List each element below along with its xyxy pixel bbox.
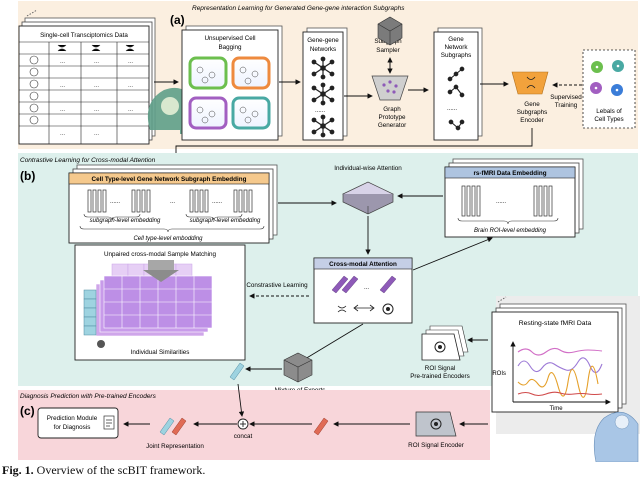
svg-text:Gene: Gene	[524, 101, 540, 108]
svg-text:...: ...	[94, 83, 99, 89]
svg-text:...: ...	[94, 131, 99, 137]
sc-data-title: Single-cell Transciptomics Data	[40, 32, 128, 39]
svg-text:...: ...	[60, 131, 65, 137]
svg-text:...: ...	[128, 59, 133, 65]
panel-b-title: Contrastive Learning for Cross-modal Att…	[20, 157, 156, 164]
subgraph-sampler: Subgraph Sampler	[374, 16, 403, 54]
sample-matching: Unpaired cross-modal Sample Matching Ind…	[74, 244, 246, 361]
svg-text:Resting-state fMRI Data: Resting-state fMRI Data	[519, 320, 592, 327]
svg-text:Brain ROI-level embedding: Brain ROI-level embedding	[474, 228, 547, 234]
svg-text:Encoder: Encoder	[520, 117, 543, 124]
svg-text:Supervised: Supervised	[550, 94, 582, 101]
svg-text:subgraph-level embedding: subgraph-level embedding	[90, 218, 161, 224]
svg-text:Constrastive Learning: Constrastive Learning	[246, 282, 308, 289]
panel-a-letter: (a)	[170, 13, 185, 27]
svg-text:Cross-modal Attention: Cross-modal Attention	[329, 261, 397, 268]
gene-subgraphs-encoder: Gene Subgraphs Encoder	[511, 71, 549, 124]
bagging-title-line2: Bagging	[218, 44, 242, 51]
svg-text:...: ...	[60, 107, 65, 113]
cell-bagging: Unsupervised Cell Bagging	[181, 25, 283, 141]
roi-signal-encoder: ROI Signal Encoder	[408, 411, 464, 449]
svg-text:for Diagnosis: for Diagnosis	[54, 424, 91, 431]
svg-text:...: ...	[364, 285, 369, 291]
svg-text:...: ...	[94, 107, 99, 113]
svg-text:Prediction Module: Prediction Module	[47, 415, 98, 422]
svg-text:......: ......	[447, 106, 457, 112]
svg-text:......: ......	[110, 199, 120, 205]
gene-networks: Gene-gene Networks ......	[302, 27, 348, 141]
svg-text:...: ...	[128, 83, 133, 89]
svg-text:concat: concat	[234, 433, 253, 440]
svg-text:Lebals of: Lebals of	[596, 108, 622, 115]
svg-text:Networks: Networks	[310, 46, 336, 53]
svg-text:......: ......	[496, 199, 506, 205]
patient-head-icon	[593, 411, 639, 463]
panel-c-letter: (c)	[20, 404, 35, 418]
individual-attention: Individual-wise Attention	[334, 165, 402, 215]
svg-text:Graph: Graph	[383, 106, 401, 113]
svg-text:ROIs: ROIs	[492, 371, 506, 377]
svg-text:rs-fMRI Data Embedding: rs-fMRI Data Embedding	[473, 170, 546, 177]
svg-text:Gene-gene: Gene-gene	[307, 37, 339, 44]
svg-text:Network: Network	[444, 44, 468, 51]
svg-text:Sampler: Sampler	[376, 47, 399, 54]
svg-text:Subgraphs: Subgraphs	[441, 52, 471, 59]
svg-text:Prototype: Prototype	[379, 114, 406, 121]
gene-network-subgraphs: Gene Network Subgraphs ......	[433, 27, 483, 141]
panel-a-title: Representation Learning for Generated Ge…	[192, 5, 405, 12]
networks-ellipsis: ......	[315, 108, 325, 114]
svg-text:subgraph-level embedding: subgraph-level embedding	[190, 218, 261, 224]
svg-text:...: ...	[60, 59, 65, 65]
bag-green	[188, 56, 228, 90]
svg-text:ROI Signal Encoder: ROI Signal Encoder	[408, 442, 464, 449]
svg-text:......: ......	[212, 199, 222, 205]
svg-text:Individual-wise Attention: Individual-wise Attention	[334, 165, 402, 172]
svg-text:Gene: Gene	[448, 36, 464, 43]
cross-modal-attention: Cross-modal Attention ...	[313, 257, 413, 324]
scbit-diagram: (a) Representation Learning for Generate…	[18, 1, 640, 463]
svg-text:Individual Similarities: Individual Similarities	[131, 349, 190, 356]
panel-b-letter: (b)	[20, 169, 35, 183]
svg-text:Cell Types: Cell Types	[594, 116, 623, 123]
svg-text:...: ...	[128, 107, 133, 113]
panel-a: (a) Representation Learning for Generate…	[18, 1, 638, 163]
joint-representation: Joint Representation	[146, 417, 204, 450]
bagging-title-line1: Unsupervised Cell	[204, 35, 255, 42]
cell-type-labels: Lebals of Cell Types	[582, 49, 636, 129]
panel-b: Contrastive Learning for Cross-modal Att…	[18, 153, 638, 394]
svg-text:Pre-trained Encoders: Pre-trained Encoders	[410, 373, 470, 380]
svg-text:Training: Training	[555, 102, 578, 109]
svg-text:...: ...	[170, 199, 175, 205]
svg-text:Generator: Generator	[378, 122, 406, 129]
svg-text:...: ...	[94, 59, 99, 65]
graph-prototype-generator: Graph Prototype Generator	[371, 75, 409, 129]
cell-type-embedding: Cell Type-level Gene Network Subgraph Em…	[68, 164, 278, 244]
fmri-embedding: rs-fMRI Data Embedding ...... Brain ROI-…	[444, 158, 584, 238]
svg-text:...: ...	[60, 83, 65, 89]
cell-embed-title: Cell Type-level Gene Network Subgraph Em…	[92, 176, 247, 183]
svg-text:ROI Signal: ROI Signal	[425, 365, 455, 372]
roi-pretrained-encoders: ROI Signal Pre-trained Encoders	[410, 325, 470, 380]
bag-purple	[188, 96, 228, 130]
panel-c: Diagnosis Prediction with Pre-trained En…	[18, 383, 490, 460]
svg-text:Time: Time	[549, 406, 563, 412]
prediction-module: Prediction Module for Diagnosis	[37, 407, 119, 439]
bag-orange	[231, 56, 271, 90]
svg-text:Joint Representation: Joint Representation	[146, 443, 204, 450]
svg-text:Cell type-level embodding: Cell type-level embodding	[133, 236, 203, 242]
svg-text:Unpaired cross-modal Sample Ma: Unpaired cross-modal Sample Matching	[104, 251, 216, 258]
concat-node: concat	[234, 418, 253, 440]
svg-text:Subgraphs: Subgraphs	[517, 109, 547, 116]
sc-data-table: Single-cell Transciptomics Data	[18, 9, 156, 145]
bag-teal	[231, 96, 271, 130]
rs-fmri-data: Resting-state fMRI Data ROIs Time	[491, 296, 640, 434]
panel-c-title: Diagnosis Prediction with Pre-trained En…	[20, 393, 157, 400]
figure-caption: Fig. 1. Overview of the scBIT framework.	[2, 463, 206, 477]
